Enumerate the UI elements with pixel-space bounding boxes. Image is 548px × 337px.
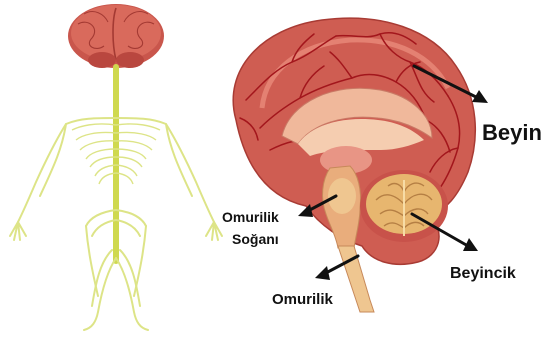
label-omurilik: Omurilik (272, 291, 334, 308)
label-beyincik: Beyincik (450, 265, 516, 282)
cerebellum (360, 170, 448, 242)
brain-cross-section (233, 18, 475, 312)
label-omurilik-sogani-line1: Omurilik (222, 209, 279, 225)
label-omurilik-sogani-line2: Soğanı (232, 231, 279, 247)
nervous-system-figure (10, 4, 222, 330)
small-brain-illustration (68, 4, 164, 68)
label-beyin: Beyin (482, 120, 542, 145)
pons (328, 178, 356, 214)
spinal-cord (113, 64, 119, 264)
